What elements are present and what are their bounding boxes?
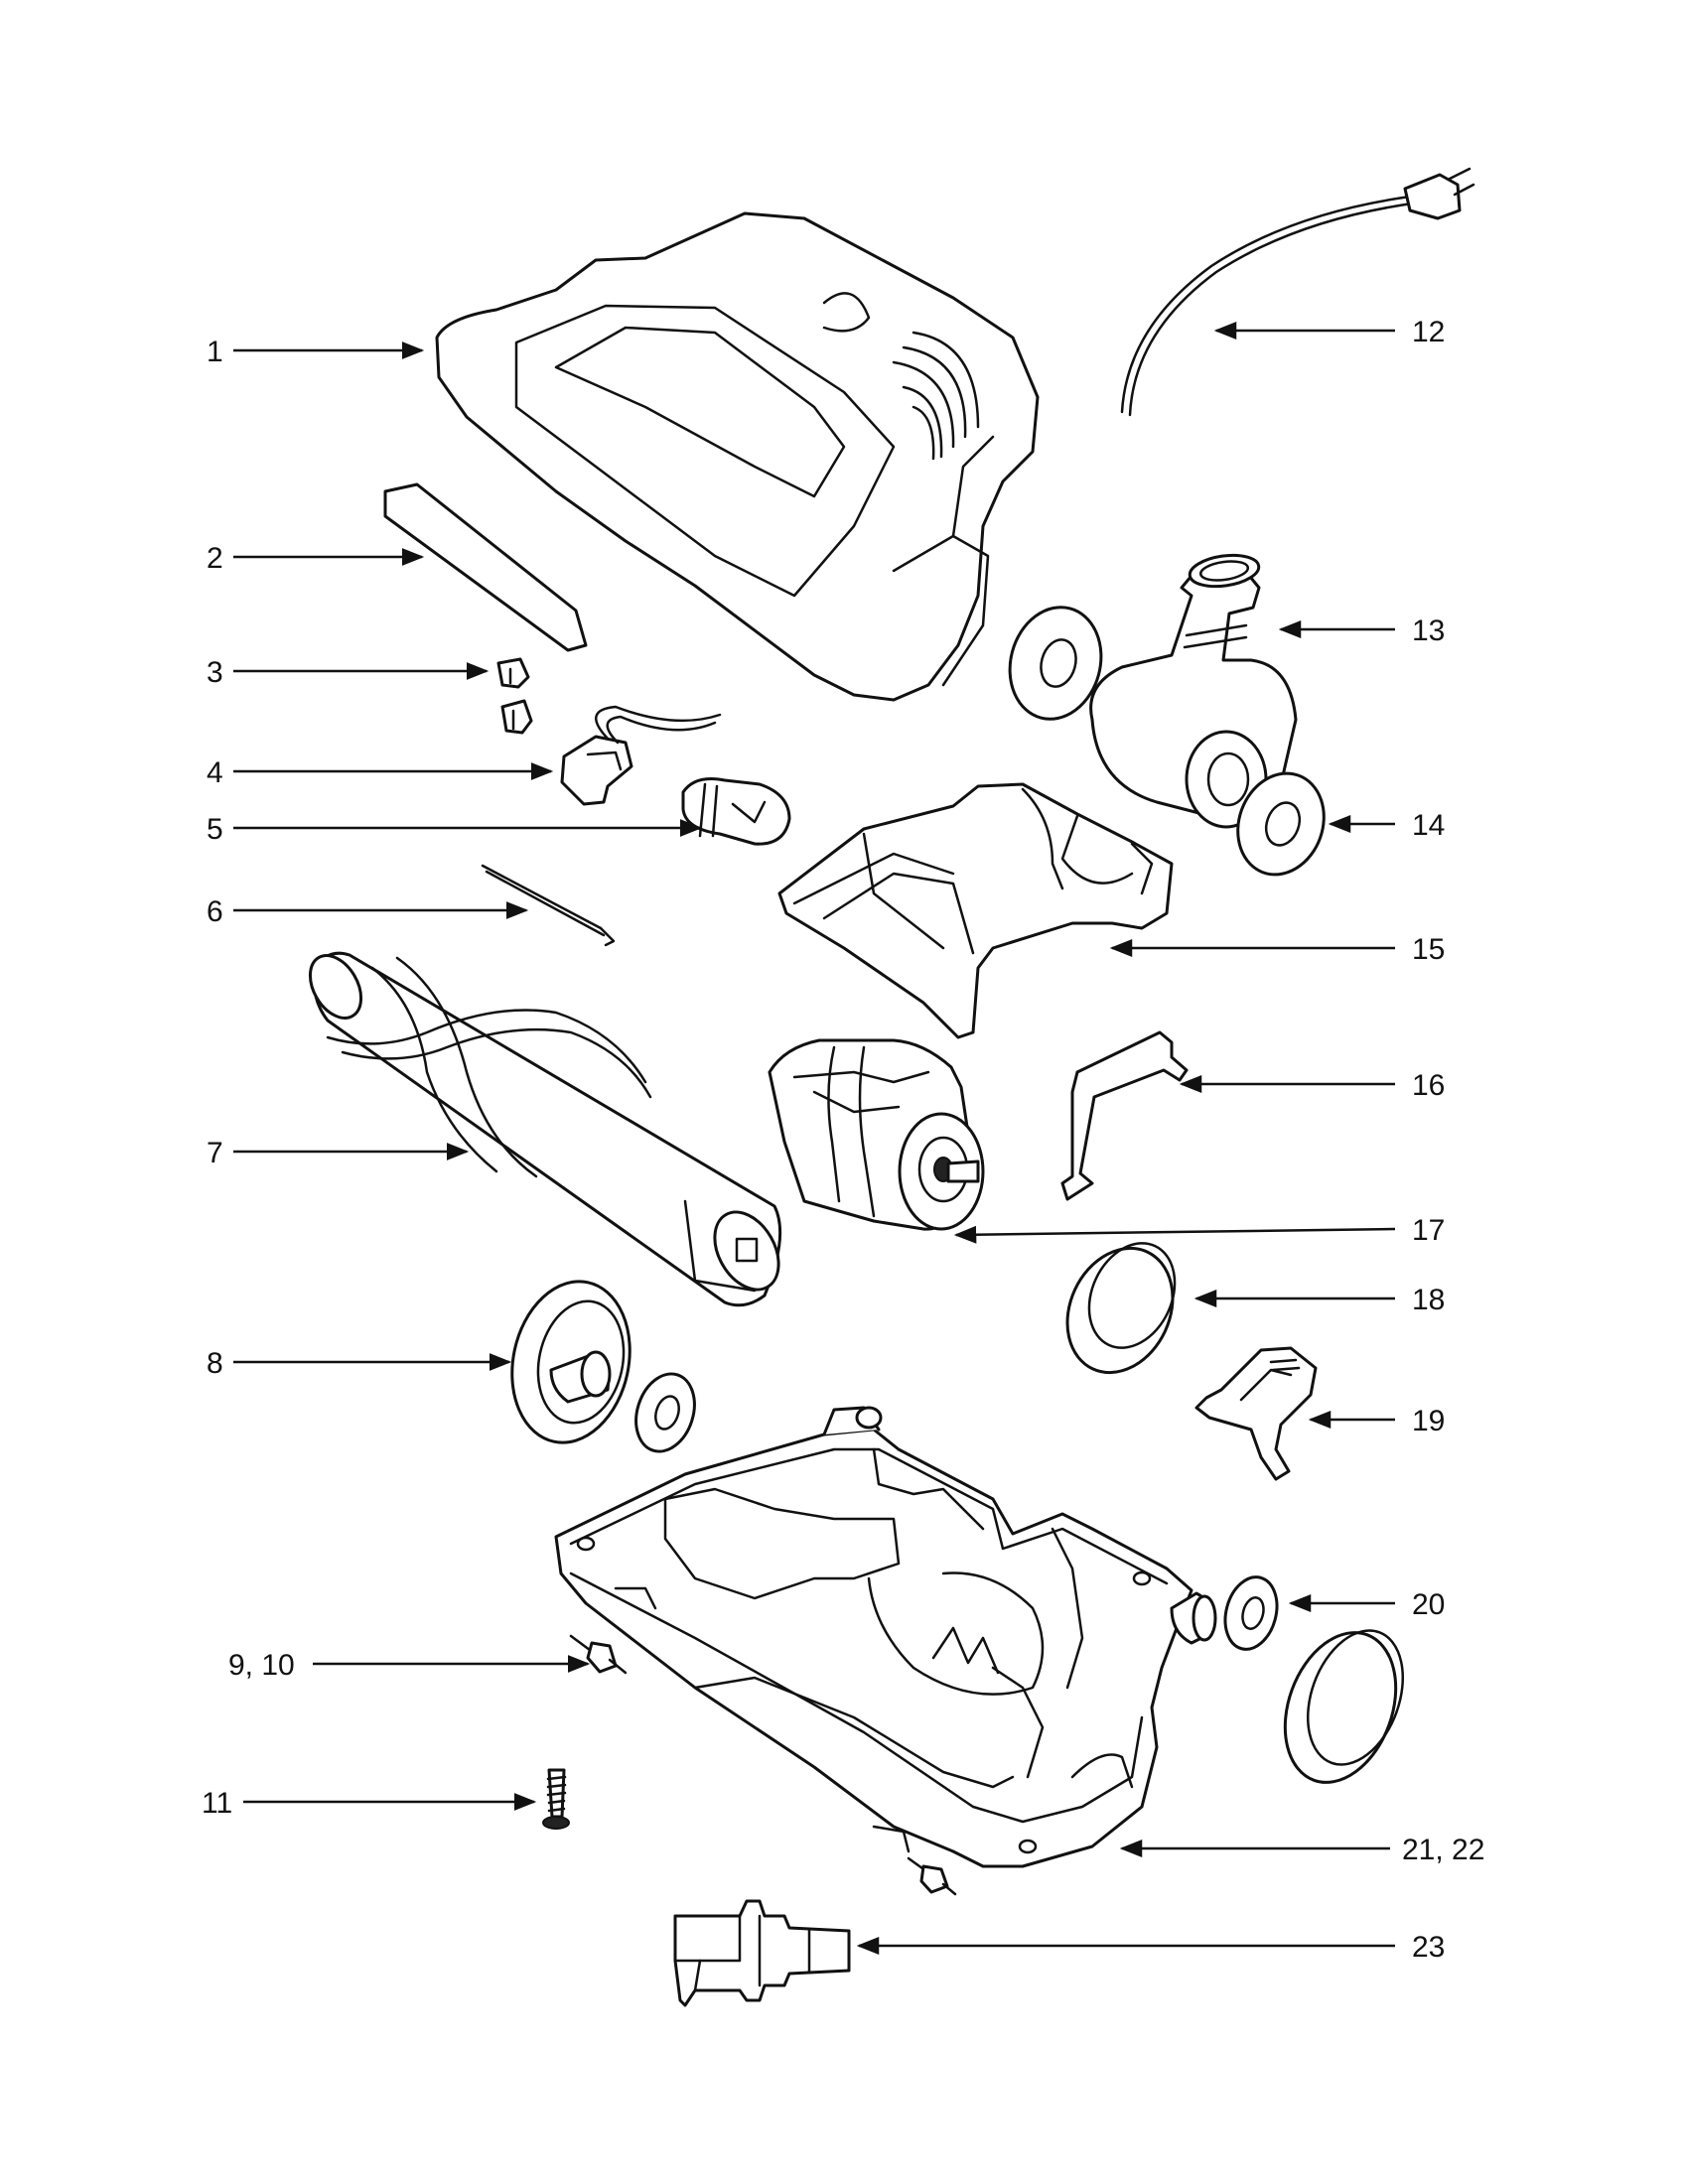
part-14-washer <box>1236 771 1326 877</box>
callout-1: 1 <box>207 336 223 368</box>
part-12-power-cord <box>1120 167 1475 417</box>
part-17-motor <box>768 1038 985 1231</box>
part-20-end-cap <box>1283 1629 1405 1784</box>
part-8-wheel <box>510 1280 632 1444</box>
callout-5: 5 <box>207 813 223 846</box>
part-20-washer <box>1223 1575 1279 1651</box>
part-11-screw <box>542 1768 570 1830</box>
part-21-22-clip <box>907 1856 957 1896</box>
part-15-cover-plate <box>777 782 1174 1039</box>
part-19-pedal <box>1194 1346 1318 1481</box>
callout-18: 18 <box>1412 1284 1445 1316</box>
part-6-pin <box>481 864 616 947</box>
callout-6: 6 <box>207 895 223 928</box>
part-16-bracket <box>1060 1030 1189 1201</box>
part-21-22-base <box>554 1406 1217 1868</box>
callout-15: 15 <box>1412 933 1445 966</box>
callout-16: 16 <box>1412 1069 1445 1102</box>
callout-3: 3 <box>207 656 223 689</box>
part-2-strip <box>383 482 588 652</box>
part-23-adapter <box>673 1899 851 2007</box>
part-4-light-socket <box>560 705 722 806</box>
callout-11: 11 <box>202 1787 232 1820</box>
callout-2: 2 <box>207 542 223 575</box>
callout-labels: 1 2 3 4 5 6 7 8 9, 10 11 12 13 14 15 16 … <box>202 316 1484 1964</box>
leader-lines <box>233 322 1396 1955</box>
callout-7: 7 <box>207 1137 223 1169</box>
part-18-belt <box>1065 1242 1177 1375</box>
callout-4: 4 <box>207 756 223 789</box>
part-13-seal <box>1008 606 1103 721</box>
callout-9-10: 9, 10 <box>228 1649 295 1682</box>
callout-23: 23 <box>1412 1931 1445 1964</box>
part-5-bulb <box>681 777 791 846</box>
callout-12: 12 <box>1412 316 1445 348</box>
callout-14: 14 <box>1412 809 1445 842</box>
callout-17: 17 <box>1412 1214 1445 1247</box>
part-7-brush-roll <box>308 951 782 1307</box>
part-9-10-clip <box>569 1634 628 1675</box>
callout-13: 13 <box>1412 614 1445 647</box>
callout-19: 19 <box>1412 1405 1445 1437</box>
part-3-caps <box>496 657 533 735</box>
callout-21-22: 21, 22 <box>1402 1834 1484 1866</box>
callout-8: 8 <box>207 1347 223 1380</box>
callout-20: 20 <box>1412 1588 1445 1621</box>
part-1-hood <box>435 211 1040 702</box>
part-8-washer <box>634 1372 696 1453</box>
